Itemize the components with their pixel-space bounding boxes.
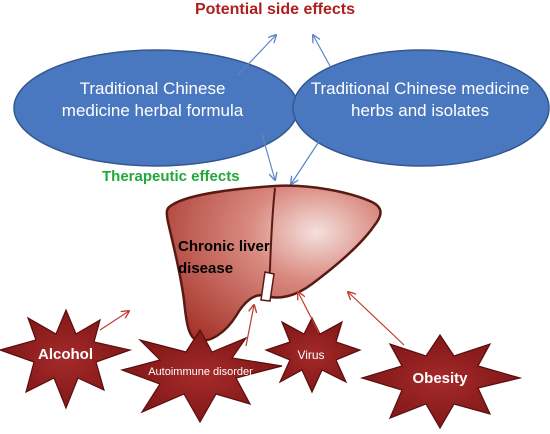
liver-label: Chronic liver disease	[178, 238, 270, 277]
arrow-herbs-to-liver	[291, 139, 321, 184]
obesity-label: Obesity	[412, 370, 468, 387]
autoimmune-star	[120, 328, 283, 424]
arrow-virus-to-liver	[298, 292, 320, 334]
herbs-oval	[292, 49, 550, 167]
virus-label: Virus	[297, 348, 325, 362]
side-effects-title: Potential side effects	[194, 1, 356, 18]
therapeutic-effects-label: Therapeutic effects	[102, 168, 240, 185]
arrow-formula-to-liver	[261, 133, 275, 180]
arrow-herbs-to-side-effects	[313, 35, 331, 67]
arrow-formula-to-side-effects	[236, 35, 276, 77]
formula-label: Traditional Chinese medicine herbal form…	[61, 79, 244, 120]
alcohol-star	[0, 308, 133, 410]
alcohol-label: Alcohol	[38, 346, 93, 363]
obesity-star	[359, 333, 523, 430]
virus-star	[264, 316, 362, 394]
autoimmune-label: Autoimmune disorder	[148, 366, 253, 378]
herbs-label: Traditional Chinese medicine herbs and i…	[310, 79, 530, 120]
arrow-autoimmune-to-liver	[245, 305, 254, 347]
arrow-obesity-to-liver	[348, 292, 405, 346]
arrow-alcohol-to-liver	[99, 311, 129, 331]
liver-graphic	[165, 184, 382, 343]
